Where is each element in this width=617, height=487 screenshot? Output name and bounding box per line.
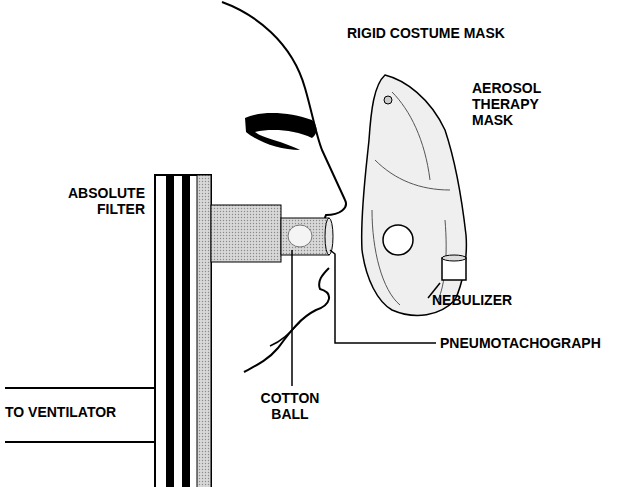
part-label: AEROSOL THERAPY MASK (472, 80, 552, 128)
part-label: COTTON BALL (246, 390, 334, 422)
part-label: NEBULIZER (432, 292, 552, 308)
ventilator-line (5, 387, 155, 389)
part-label: PNEUMOTACHOGRAPH (440, 335, 610, 351)
pneumotachograph-end (325, 218, 333, 255)
pneumotachograph (281, 218, 329, 255)
face-profile (222, 2, 346, 372)
mouth-tube (211, 205, 281, 262)
eyebrow (245, 113, 317, 150)
cotton-ball (288, 225, 312, 247)
absolute-filter (155, 175, 211, 487)
part-label: TO VENTILATOR (5, 404, 153, 420)
ventilator-line (5, 441, 155, 443)
nebulizer (442, 255, 466, 280)
part-label: RIGID COSTUME MASK (347, 25, 567, 41)
part-label: ABSOLUTE FILTER (30, 185, 145, 217)
leader-line (330, 250, 436, 343)
jaw-line (270, 322, 300, 346)
leader-line (291, 250, 293, 386)
aerosol-mask (362, 75, 467, 315)
